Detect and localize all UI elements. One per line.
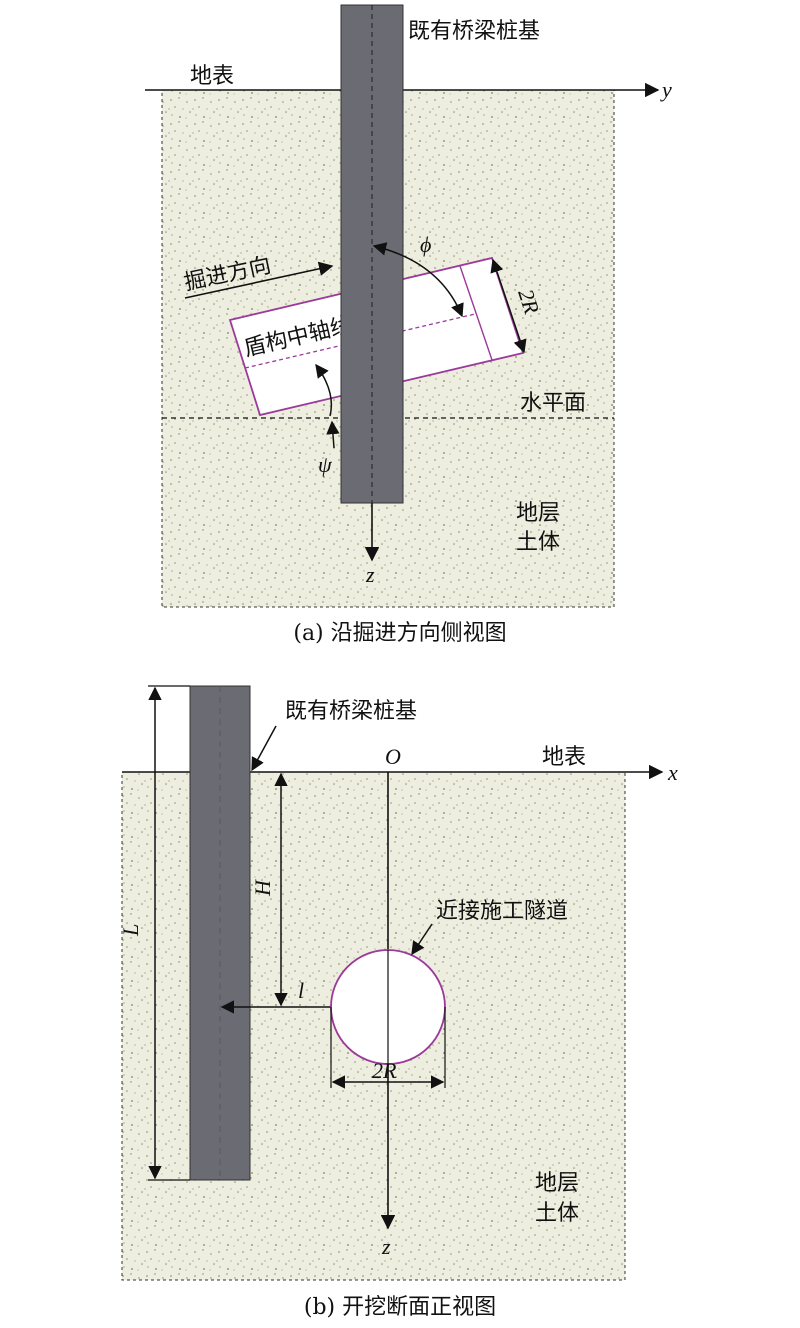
radius-label-b: 2R (372, 1058, 397, 1083)
z-axis-label-a: z (365, 562, 375, 587)
horizontal-plane-label: 水平面 (520, 391, 586, 416)
psi-arc (315, 363, 333, 417)
soil-label-a-line2: 土体 (516, 530, 560, 555)
radius-dimension-a (490, 258, 527, 354)
l-label: l (298, 978, 304, 1003)
phi-label: ϕ (420, 232, 431, 257)
tunnel-label: 近接施工隧道 (436, 899, 568, 924)
pile-label-b: 既有桥梁桩基 (285, 699, 417, 724)
soil-label-b-line1: 地层 (535, 1171, 579, 1196)
ground-label-b: 地表 (542, 745, 586, 770)
pile-label-b-pointer (251, 725, 277, 772)
caption-a: (a) 沿掘进方向侧视图 (293, 621, 506, 646)
psi-arrow-lower (326, 420, 340, 449)
caption-b: (b) 开挖断面正视图 (304, 1295, 496, 1320)
ground-label-a: 地表 (190, 64, 234, 89)
x-axis-label: x (667, 760, 678, 785)
psi-label: ψ (318, 452, 332, 477)
pile-label-a: 既有桥梁桩基 (408, 19, 540, 44)
tunnel-end-line (459, 265, 493, 361)
origin-label: O (385, 744, 401, 769)
soil-label-b-line2: 土体 (535, 1201, 579, 1226)
panel-a: y 地表 水平面 盾构中轴线 既有桥梁桩基 z 掘进方向 ϕ ψ 2R (145, 4, 672, 646)
phi-arc (372, 242, 464, 318)
shield-axis-line (244, 313, 476, 369)
tunnel-label-pointer (411, 923, 433, 956)
H-label: H (250, 879, 275, 897)
panel-b: x 地表 O z 既有桥梁桩基 L H l 近接施工隧道 2R 地层 (118, 685, 678, 1320)
L-label: L (118, 924, 143, 937)
y-axis-label: y (660, 77, 672, 102)
advance-arrow (184, 261, 334, 299)
z-axis-label-b: z (381, 1234, 391, 1259)
soil-label-a-line1: 地层 (516, 501, 560, 526)
